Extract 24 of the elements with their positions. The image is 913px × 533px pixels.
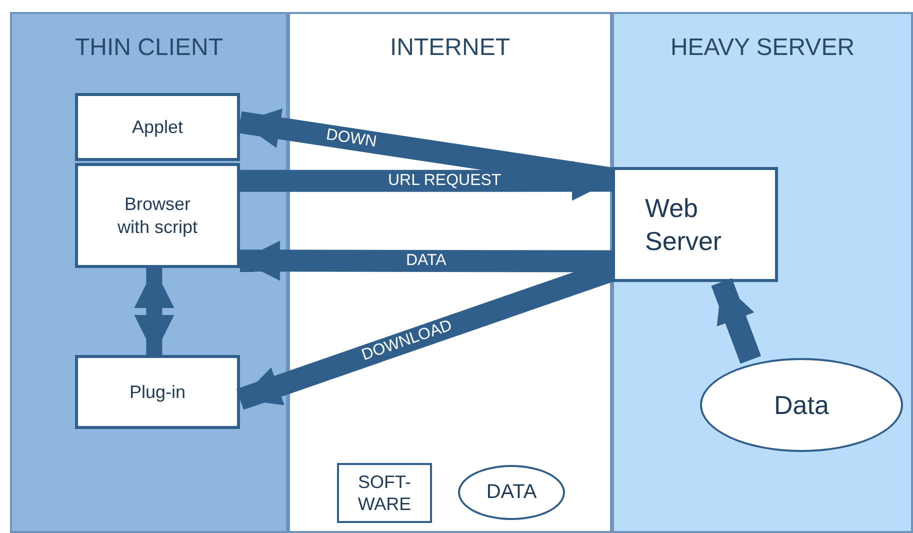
component-box — [75, 355, 240, 429]
arrow — [240, 160, 612, 201]
node-label: DATA — [485, 480, 538, 505]
client-band — [10, 12, 288, 533]
column-heading: HEAVY SERVER — [669, 34, 856, 62]
edge-label: DATA — [406, 252, 446, 270]
server-box — [612, 167, 778, 282]
legend-box — [337, 463, 432, 523]
node-label: Data — [773, 388, 830, 422]
server-band — [612, 12, 913, 533]
arrow — [134, 268, 174, 355]
node-label: Web Server — [644, 192, 723, 257]
arrow — [711, 278, 762, 364]
component-box — [75, 93, 240, 161]
arrow — [240, 240, 612, 281]
column-heading: THIN CLIENT — [74, 34, 224, 62]
component-box — [75, 163, 240, 268]
node-label: SOFT- WARE — [356, 470, 412, 516]
edge-label: URL REQUEST — [388, 172, 502, 190]
column-heading: INTERNET — [389, 34, 511, 62]
edge-label: DOWN — [325, 126, 378, 152]
node-label: Plug-in — [128, 380, 187, 404]
node-label: Applet — [130, 116, 184, 138]
node-label: Browser with script — [116, 193, 198, 238]
